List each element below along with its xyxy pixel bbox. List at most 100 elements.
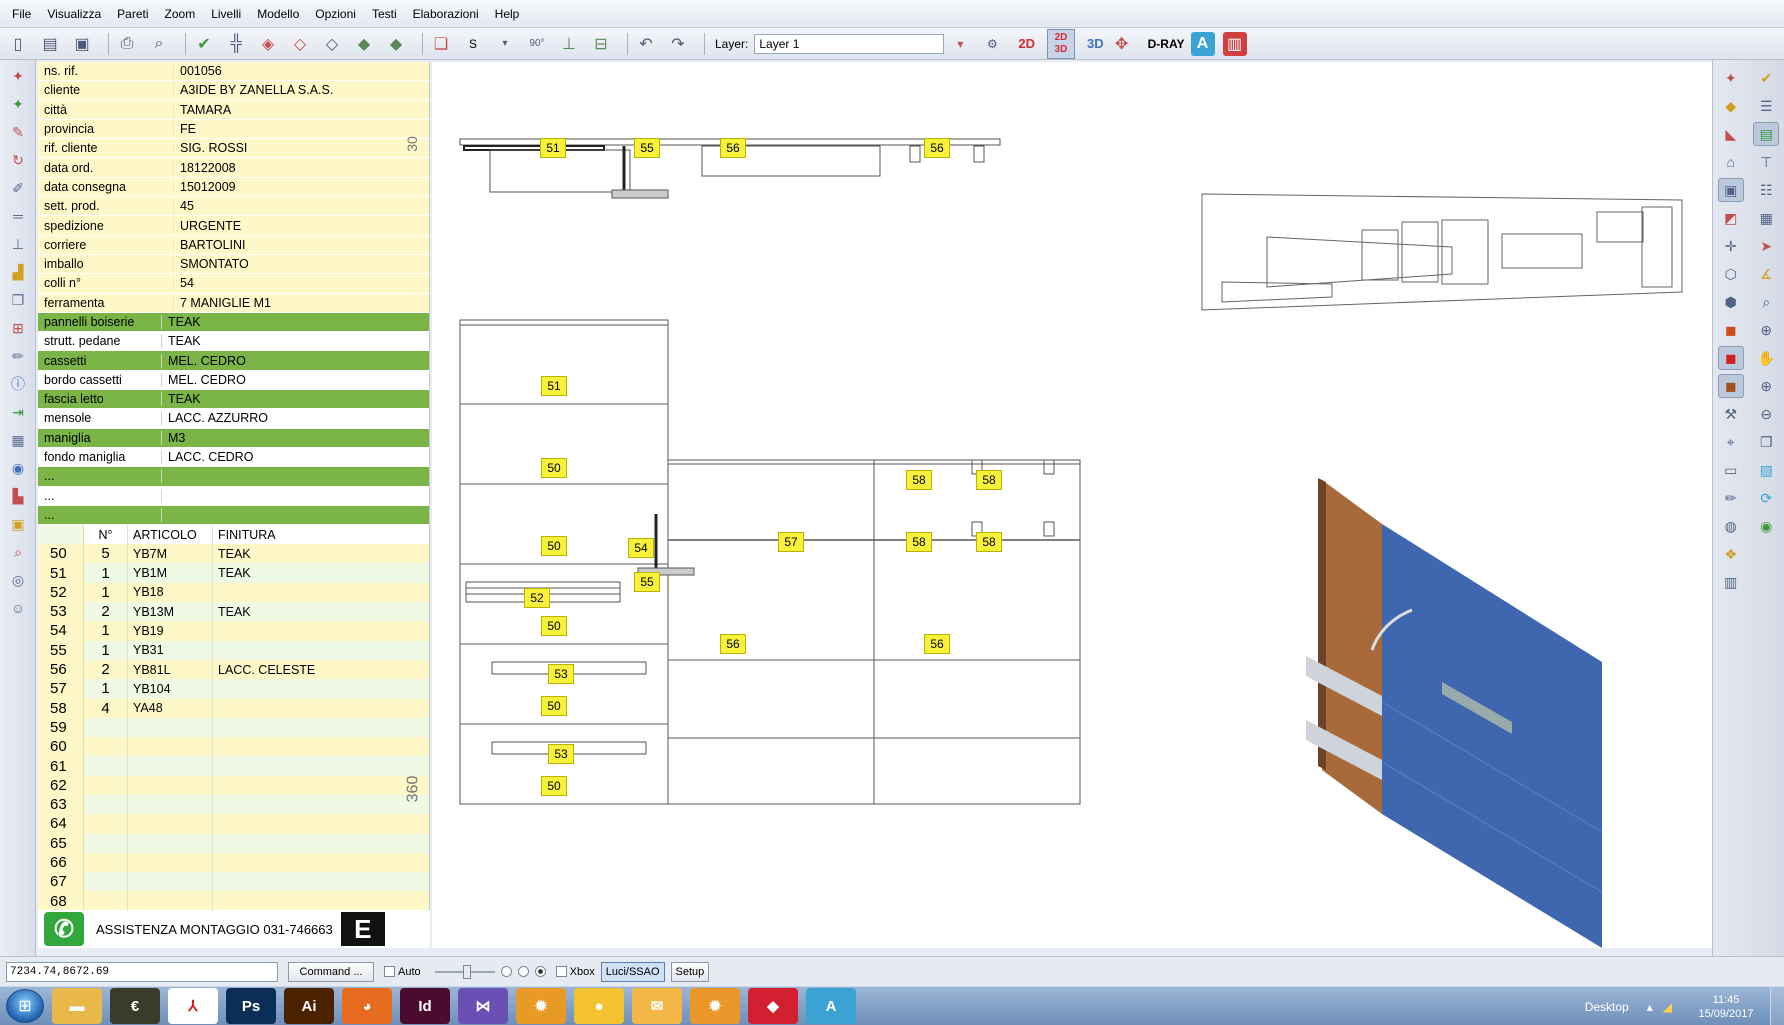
tag-plan-55[interactable]: 55 xyxy=(634,138,660,158)
info-value[interactable]: M3 xyxy=(168,430,186,445)
article-number[interactable]: 51 xyxy=(38,563,84,583)
tag-plan-56[interactable]: 56 xyxy=(720,138,746,158)
stats-icon[interactable]: ▙ xyxy=(12,487,24,504)
info-value[interactable]: 45 xyxy=(180,199,194,214)
refresh-icon[interactable]: ⟳ xyxy=(1760,489,1773,506)
info-row[interactable]: ... xyxy=(38,486,429,506)
article-number[interactable]: 53 xyxy=(38,602,84,622)
xbox-checkbox-box[interactable] xyxy=(555,966,567,977)
info-row[interactable]: ... xyxy=(38,467,429,487)
article-finish[interactable] xyxy=(213,795,218,814)
export-icon[interactable]: ⇥ xyxy=(12,403,24,420)
auto-checkbox[interactable]: Auto xyxy=(384,966,421,978)
info-value[interactable]: 18122008 xyxy=(180,160,236,175)
view-3d-button[interactable]: 3D xyxy=(1086,36,1104,51)
article-finish[interactable]: TEAK xyxy=(218,566,251,581)
wall-green-icon[interactable]: ✦ xyxy=(12,95,24,112)
horizontal-line-icon[interactable]: ═ xyxy=(13,208,23,224)
tag-elev-54[interactable]: 54 xyxy=(628,538,654,558)
axis-icon[interactable]: ✛ xyxy=(1724,237,1737,254)
layer-select[interactable]: Layer 1 xyxy=(754,33,945,54)
cube-green-open-icon[interactable]: ◆ xyxy=(389,35,403,53)
info-value[interactable]: FE xyxy=(180,122,196,137)
arrow-right-icon[interactable]: ➤ xyxy=(1760,237,1773,254)
article-code[interactable] xyxy=(128,852,213,873)
slider-thumb[interactable] xyxy=(462,964,471,979)
article-number[interactable]: 62 xyxy=(38,775,84,795)
article-row[interactable]: 67 xyxy=(38,872,429,892)
tag-elev-58d[interactable]: 58 xyxy=(976,532,1002,552)
article-code[interactable] xyxy=(128,814,213,834)
zoom-in-icon[interactable]: ⌕ xyxy=(1762,293,1771,310)
print-preview-icon[interactable]: ⌕ xyxy=(154,34,164,52)
info-value[interactable]: 54 xyxy=(180,276,194,291)
desktop-toolbar-label[interactable]: Desktop xyxy=(1584,999,1629,1014)
bucket-icon[interactable]: ◍ xyxy=(1724,517,1737,534)
article-number[interactable]: 54 xyxy=(38,621,84,641)
article-code[interactable]: YB19 xyxy=(128,621,213,641)
tag-elev-52[interactable]: 52 xyxy=(524,588,550,608)
tools-icon[interactable]: ⚒ xyxy=(1724,405,1738,422)
tag-elev-51[interactable]: 51 xyxy=(541,376,567,396)
menu-modello[interactable]: Modello xyxy=(257,6,300,21)
article-number[interactable]: 68 xyxy=(38,891,84,911)
info-value[interactable]: LACC. CEDRO xyxy=(168,450,254,465)
article-number[interactable]: 63 xyxy=(38,794,84,815)
move-icon[interactable]: ✥ xyxy=(1114,35,1129,53)
article-quantity[interactable] xyxy=(84,814,128,834)
start-button[interactable]: ⊞ xyxy=(6,989,44,1023)
article-number[interactable]: 64 xyxy=(38,814,84,834)
info-value[interactable]: 001056 xyxy=(180,64,222,79)
article-code[interactable]: YB18 xyxy=(128,582,213,603)
info-value[interactable]: URGENTE xyxy=(180,218,242,233)
copy-small-icon[interactable]: ❐ xyxy=(1759,433,1773,450)
box-yellow-icon[interactable]: ◆ xyxy=(1725,97,1737,114)
dimension-icon[interactable]: ⊥ xyxy=(11,235,25,252)
tag-elev-50d[interactable]: 50 xyxy=(541,696,567,716)
article-code[interactable] xyxy=(128,775,213,795)
article-number[interactable]: 59 xyxy=(38,717,84,738)
tag-elev-57[interactable]: 57 xyxy=(778,532,804,552)
article-finish[interactable] xyxy=(213,834,218,853)
info-value[interactable]: MEL. CEDRO xyxy=(168,353,246,368)
mail-icon[interactable]: ✉ xyxy=(632,988,682,1024)
show-desktop-button[interactable] xyxy=(1770,987,1784,1025)
layers-list-icon[interactable]: ☷ xyxy=(1759,181,1773,198)
article-finish[interactable]: LACC. CELESTE xyxy=(218,662,316,677)
hexagon-icon[interactable]: ⬡ xyxy=(1724,265,1737,282)
article-finish[interactable] xyxy=(213,699,218,718)
article-code[interactable] xyxy=(128,794,213,815)
tag-elev-53b[interactable]: 53 xyxy=(548,744,574,764)
menu-opzioni[interactable]: Opzioni xyxy=(315,6,356,21)
menu-file[interactable]: File xyxy=(12,6,32,21)
info-value[interactable]: LACC. AZZURRO xyxy=(168,411,269,426)
view-select-icon[interactable]: ▣ xyxy=(1717,178,1744,202)
article-quantity[interactable] xyxy=(84,891,128,911)
tag-elev-50c[interactable]: 50 xyxy=(541,616,567,636)
menu-visualizza[interactable]: Visualizza xyxy=(47,6,102,21)
cube-green-icon[interactable]: ◆ xyxy=(357,35,371,53)
menu-livelli[interactable]: Livelli xyxy=(211,6,242,21)
edit-icon[interactable]: ✏ xyxy=(12,347,24,364)
article-code[interactable]: YB1M xyxy=(128,563,213,583)
people-icon[interactable]: ☺ xyxy=(10,600,26,616)
indesign-icon[interactable]: Id xyxy=(400,988,450,1024)
tag-elev-56b[interactable]: 56 xyxy=(924,634,950,654)
article-quantity[interactable] xyxy=(84,717,128,738)
cube-red-outline-icon[interactable]: ◇ xyxy=(293,35,307,53)
measure-tool-icon[interactable]: ∡ xyxy=(1759,265,1773,282)
article-finish[interactable] xyxy=(213,679,218,698)
article-finish[interactable] xyxy=(213,872,218,891)
article-code[interactable] xyxy=(128,756,213,776)
tag-elev-56a[interactable]: 56 xyxy=(720,634,746,654)
article-quantity[interactable]: 1 xyxy=(84,621,128,641)
gallery-icon[interactable]: ▦ xyxy=(11,431,25,448)
article-quantity[interactable]: 1 xyxy=(84,582,128,603)
info-row[interactable]: colli n°54 xyxy=(38,274,429,294)
